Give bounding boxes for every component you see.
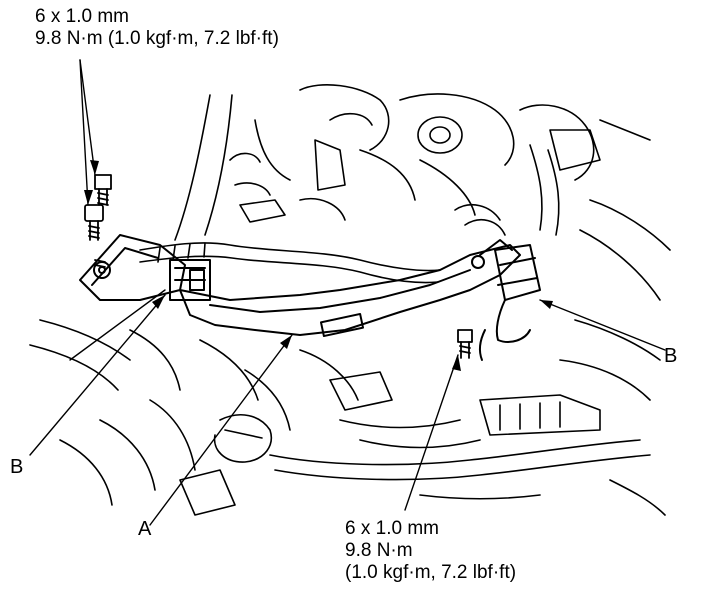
callout-b-right: B <box>664 345 678 367</box>
top-bolts <box>84 174 112 268</box>
spec-top-size: 6 x 1.0 mm <box>35 6 129 27</box>
arrowheads <box>84 160 553 371</box>
lower-bolt <box>457 329 473 359</box>
callout-a: A <box>138 518 152 540</box>
spec-top-torque: 9.8 N·m (1.0 kgf·m, 7.2 lbf·ft) <box>35 28 279 49</box>
harness-bracket-a <box>179 239 521 338</box>
spec-bottom-torque-nm: 9.8 N·m <box>345 540 413 561</box>
engine-lower <box>29 319 666 516</box>
spec-bottom-torque-other: (1.0 kgf·m, 7.2 lbf·ft) <box>345 562 517 583</box>
left-bracket <box>79 234 211 301</box>
harness-loom <box>139 242 441 284</box>
leader-lines <box>29 59 666 526</box>
spec-top: 6 x 1.0 mm 9.8 N·m (1.0 kgf·m, 7.2 lbf·f… <box>35 6 279 50</box>
spec-bottom-size: 6 x 1.0 mm <box>345 518 439 539</box>
sensor-right <box>478 244 541 361</box>
engine-background <box>174 84 671 301</box>
callout-b-left: B <box>10 456 24 478</box>
spec-bottom: 6 x 1.0 mm 9.8 N·m (1.0 kgf·m, 7.2 lbf·f… <box>345 518 516 584</box>
